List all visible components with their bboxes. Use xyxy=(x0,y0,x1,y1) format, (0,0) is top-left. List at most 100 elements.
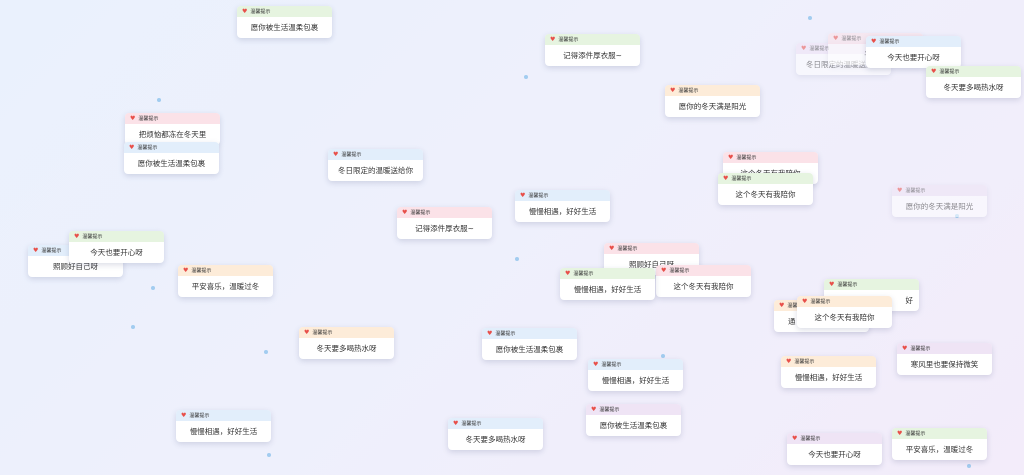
toast-message: 照顾好自己呀 xyxy=(53,262,98,271)
heart-icon: ♥ xyxy=(871,37,877,45)
toast-message: 今天也要开心呀 xyxy=(90,248,143,257)
snow-dot xyxy=(264,350,268,354)
toast-message: 把烦恼都冻在冬天里 xyxy=(138,130,207,139)
toast-header: ♥温馨提示 xyxy=(237,6,332,17)
toast-card[interactable]: ♥温馨提示冬天要多喝热水呀 xyxy=(299,327,394,359)
heart-icon: ♥ xyxy=(304,328,310,336)
toast-card[interactable]: ♥温馨提示今天也要开心呀 xyxy=(69,231,164,263)
toast-header: ♥温馨提示 xyxy=(69,231,164,242)
toast-message: 冬日限定的温暖送给你 xyxy=(338,166,413,175)
toast-message: 慢慢相遇，好好生活 xyxy=(528,207,597,216)
heart-icon: ♥ xyxy=(902,344,908,352)
toast-card[interactable]: ♥温馨提示冬日限定的温暖送给你 xyxy=(328,149,423,181)
toast-card[interactable]: ♥温馨提示记得添件厚衣服~ xyxy=(545,34,640,66)
toast-header: ♥温馨提示 xyxy=(718,173,813,184)
toast-header: ♥温馨提示 xyxy=(797,296,892,307)
toast-message: 愿你的冬天满是阳光 xyxy=(678,102,747,111)
toast-header: ♥温馨提示 xyxy=(588,359,683,370)
heart-icon: ♥ xyxy=(565,269,571,277)
heart-icon: ♥ xyxy=(897,429,903,437)
toast-card[interactable]: ♥温馨提示记得添件厚衣服~ xyxy=(397,207,492,239)
toast-message: 冬天要多喝热水呀 xyxy=(943,83,1004,92)
toast-header: ♥温馨提示 xyxy=(448,418,543,429)
toast-card[interactable]: ♥温馨提示慢慢相遇，好好生活 xyxy=(781,356,876,388)
toast-card[interactable]: ♥温馨提示慢慢相遇，好好生活 xyxy=(515,190,610,222)
snow-dot xyxy=(808,16,812,20)
toast-card[interactable]: ♥温馨提示慢慢相遇，好好生活 xyxy=(560,268,655,300)
heart-icon: ♥ xyxy=(487,329,493,337)
toast-header: ♥温馨提示 xyxy=(328,149,423,160)
toast-card[interactable]: ♥温馨提示慢慢相遇，好好生活 xyxy=(176,410,271,442)
heart-icon: ♥ xyxy=(833,34,839,42)
toast-card[interactable]: ♥温馨提示今天也要开心呀 xyxy=(866,36,961,68)
heart-icon: ♥ xyxy=(723,174,729,182)
toast-message: 平安喜乐，温暖过冬 xyxy=(191,282,260,291)
heart-icon: ♥ xyxy=(802,297,808,305)
toast-header: ♥温馨提示 xyxy=(545,34,640,45)
heart-icon: ♥ xyxy=(242,7,248,15)
toast-card[interactable]: ♥温馨提示愿你被生活温柔包裹 xyxy=(124,142,219,174)
toast-card[interactable]: ♥温馨提示这个冬天有我陪你 xyxy=(656,265,751,297)
heart-icon: ♥ xyxy=(792,434,798,442)
toast-header: ♥温馨提示 xyxy=(897,343,992,354)
toast-card[interactable]: ♥温馨提示愿你的冬天满是阳光 xyxy=(892,185,987,217)
toast-message: 愿你被生活温柔包裹 xyxy=(495,345,564,354)
toast-header: ♥温馨提示 xyxy=(604,243,699,254)
heart-icon: ♥ xyxy=(402,208,408,216)
heart-icon: ♥ xyxy=(786,357,792,365)
heart-icon: ♥ xyxy=(801,44,807,52)
toast-message: 这个冬天有我陪你 xyxy=(814,313,875,322)
snow-dot xyxy=(151,286,155,290)
heart-icon: ♥ xyxy=(829,280,835,288)
toast-header: ♥温馨提示 xyxy=(560,268,655,279)
toast-header: ♥温馨提示 xyxy=(125,113,220,124)
heart-icon: ♥ xyxy=(779,301,785,309)
snow-dot xyxy=(515,257,519,261)
toast-message: 冬天要多喝热水呀 xyxy=(465,435,526,444)
snow-dot xyxy=(524,75,528,79)
toast-card[interactable]: ♥温馨提示愿你被生活温柔包裹 xyxy=(482,328,577,360)
toast-card[interactable]: ♥温馨提示平安喜乐，温暖过冬 xyxy=(892,428,987,460)
toast-message: 记得添件厚衣服~ xyxy=(415,224,474,233)
toast-header: ♥温馨提示 xyxy=(892,428,987,439)
toast-message: 照顾好自己呀 xyxy=(629,260,674,269)
snow-dot xyxy=(967,464,971,468)
toast-header: ♥温馨提示 xyxy=(397,207,492,218)
toast-message: 慢慢相遇，好好生活 xyxy=(601,376,670,385)
toast-message: 好 xyxy=(905,296,914,305)
toast-message: 慢慢相遇，好好生活 xyxy=(573,285,642,294)
toast-card[interactable]: ♥温馨提示这个冬天有我陪你 xyxy=(797,296,892,328)
toast-card[interactable]: ♥温馨提示寒风里也要保持微笑 xyxy=(897,343,992,375)
toast-card[interactable]: ♥温馨提示冬天要多喝热水呀 xyxy=(926,66,1021,98)
toast-card[interactable]: ♥温馨提示平安喜乐，温暖过冬 xyxy=(178,265,273,297)
heart-icon: ♥ xyxy=(129,143,135,151)
toast-header: ♥温馨提示 xyxy=(515,190,610,201)
snow-dot xyxy=(661,354,665,358)
heart-icon: ♥ xyxy=(33,246,39,254)
toast-card[interactable]: ♥温馨提示愿你被生活温柔包裹 xyxy=(586,404,681,436)
toast-card[interactable]: ♥温馨提示冬天要多喝热水呀 xyxy=(448,418,543,450)
toast-card[interactable]: ♥温馨提示今天也要开心呀 xyxy=(787,433,882,465)
snow-dot xyxy=(267,453,271,457)
heart-icon: ♥ xyxy=(333,150,339,158)
toast-message: 愿你被生活温柔包裹 xyxy=(137,159,206,168)
toast-message: 愿你被生活温柔包裹 xyxy=(250,23,319,32)
toast-message: 今天也要开心呀 xyxy=(808,450,861,459)
heart-icon: ♥ xyxy=(183,266,189,274)
toast-card[interactable]: ♥温馨提示这个冬天有我陪你 xyxy=(718,173,813,205)
toast-card[interactable]: ♥温馨提示愿你的冬天满是阳光 xyxy=(665,85,760,117)
toast-header: ♥温馨提示 xyxy=(586,404,681,415)
toast-card[interactable]: ♥温馨提示愿你被生活温柔包裹 xyxy=(237,6,332,38)
toast-message: 记得添件厚衣服~ xyxy=(563,51,622,60)
toast-header: ♥温馨提示 xyxy=(781,356,876,367)
toast-card[interactable]: ♥温馨提示慢慢相遇，好好生活 xyxy=(588,359,683,391)
toast-message: 慢慢相遇，好好生活 xyxy=(794,373,863,382)
snow-dot xyxy=(131,325,135,329)
toast-header: ♥温馨提示 xyxy=(124,142,219,153)
toast-header: ♥温馨提示 xyxy=(656,265,751,276)
toast-message: 这个冬天有我陪你 xyxy=(673,282,734,291)
toast-header: ♥温馨提示 xyxy=(482,328,577,339)
toast-card[interactable]: ♥温馨提示把烦恼都冻在冬天里 xyxy=(125,113,220,145)
toast-header: ♥温馨提示 xyxy=(824,279,919,290)
heart-icon: ♥ xyxy=(661,266,667,274)
